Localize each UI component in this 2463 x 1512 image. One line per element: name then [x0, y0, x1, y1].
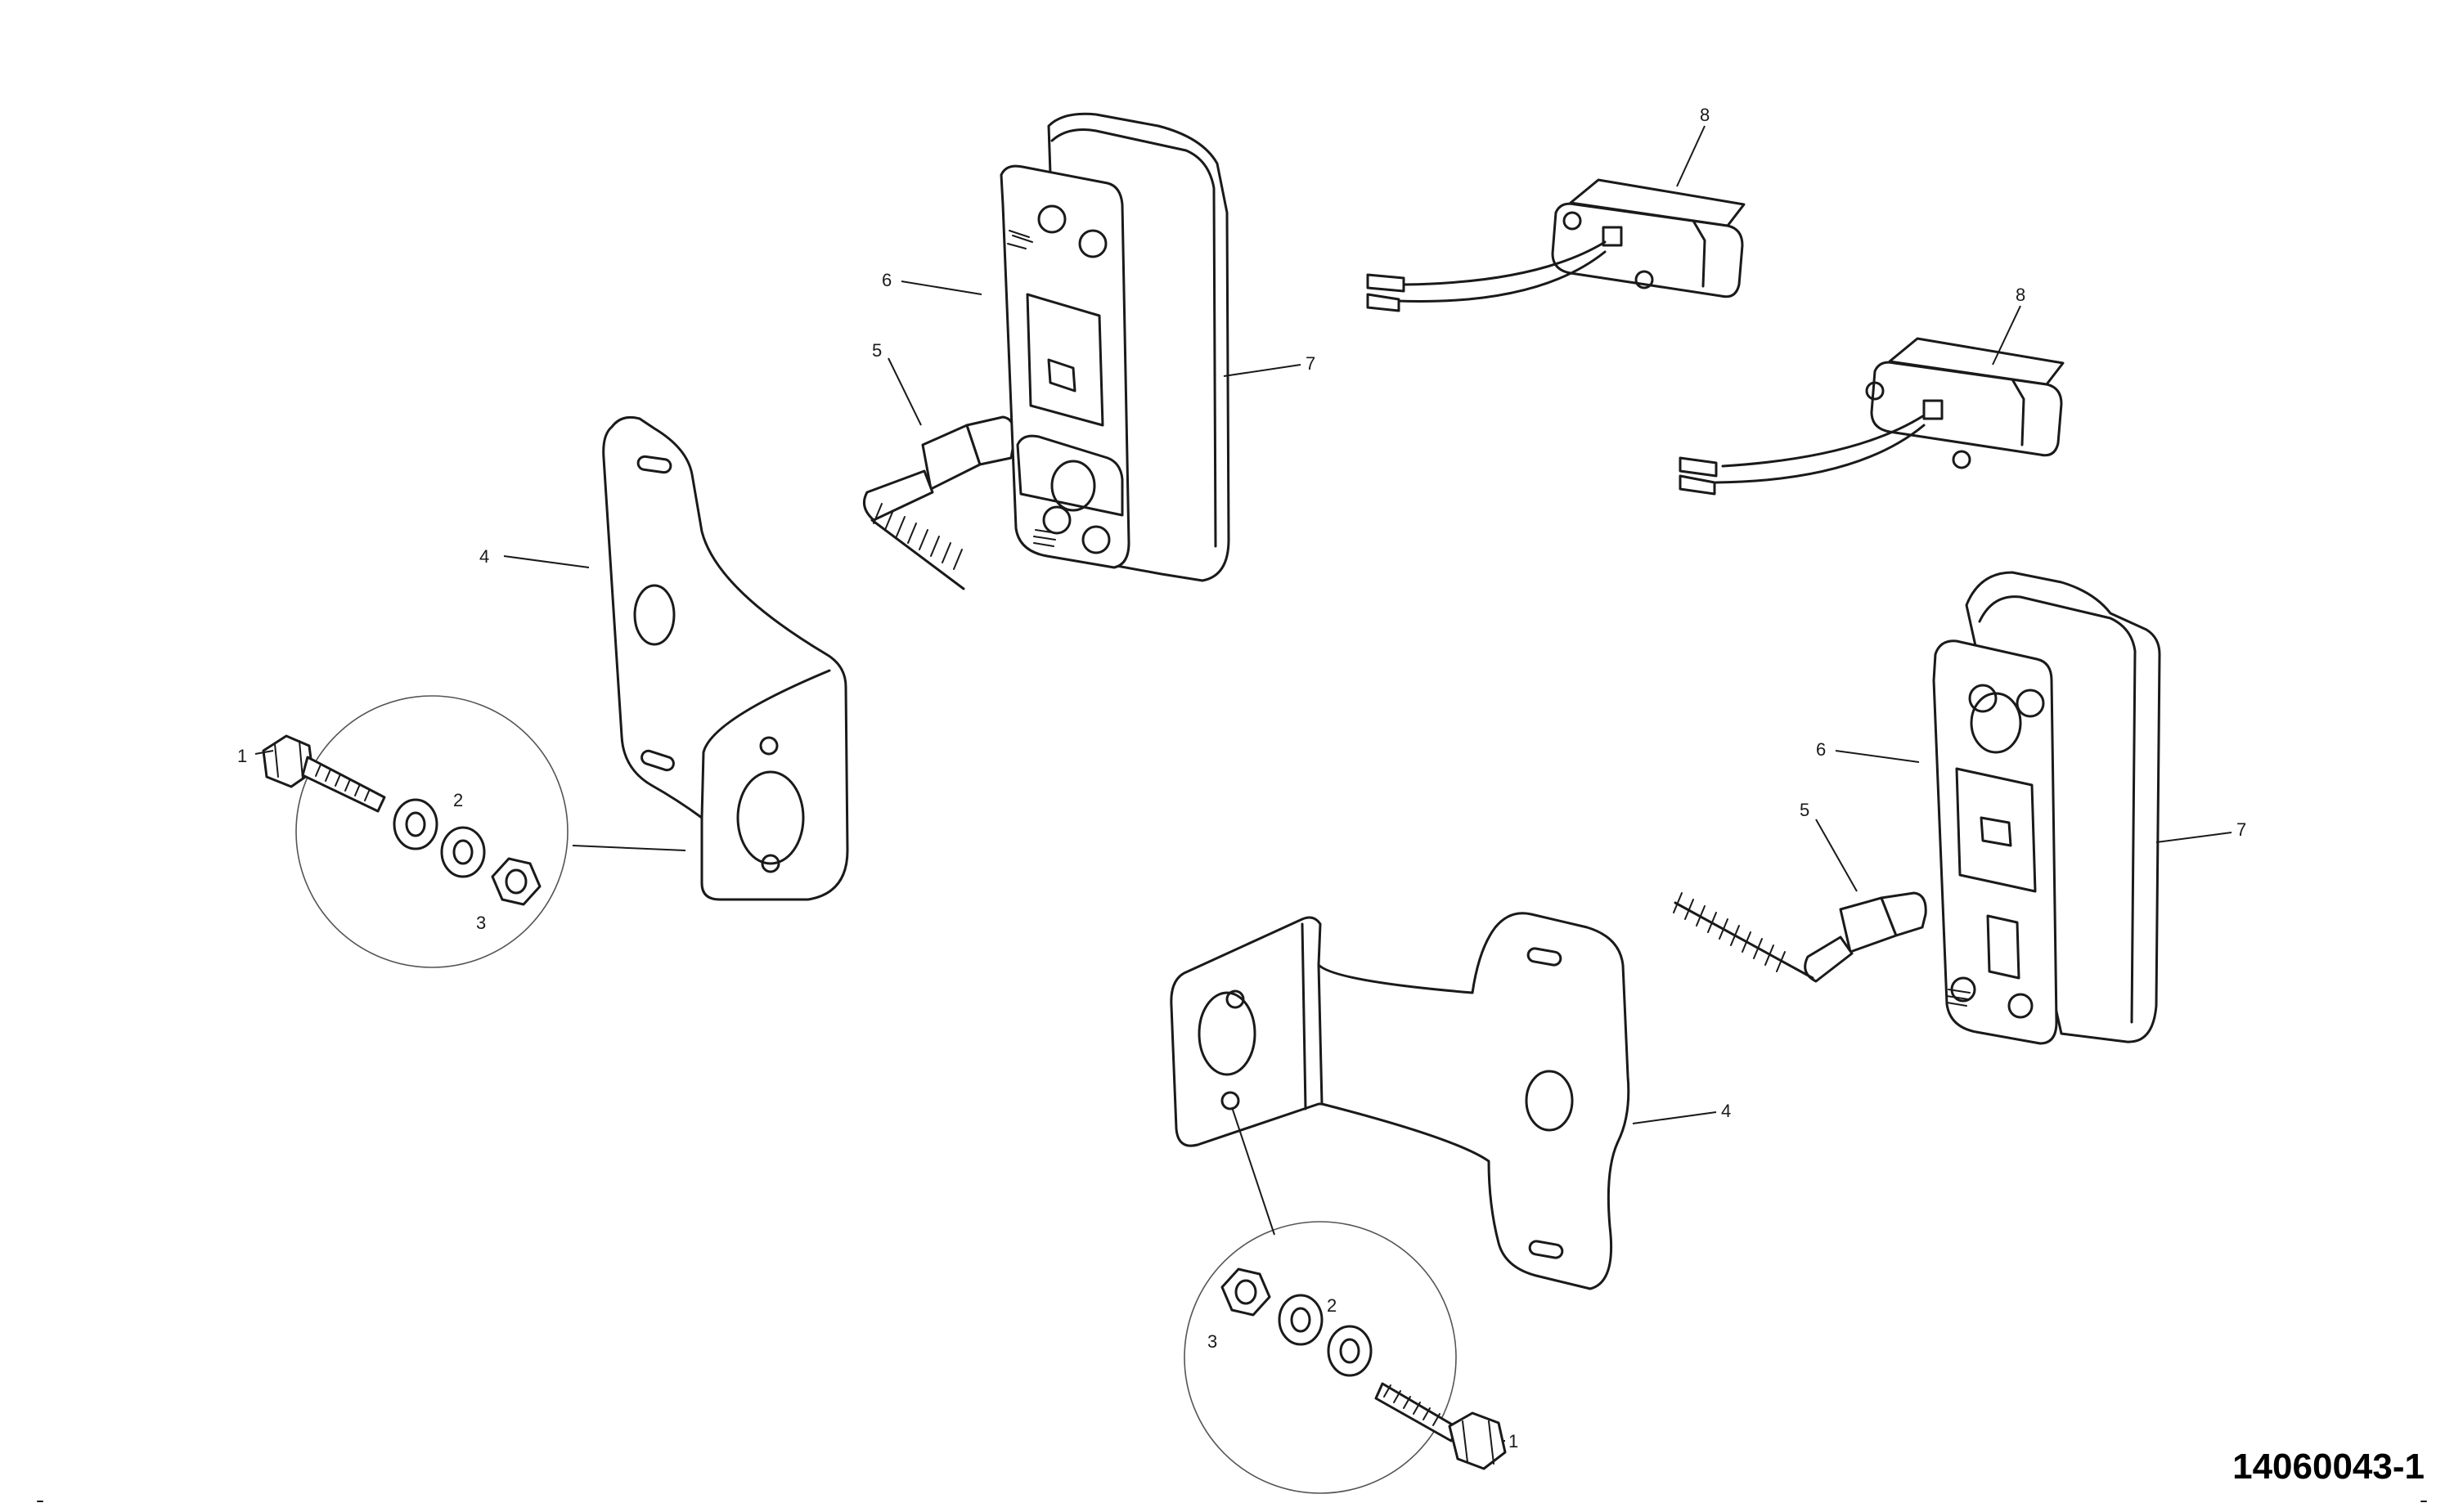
callout-label-8-top: 8: [1700, 105, 1710, 125]
detail-circle-right: [1184, 1221, 1457, 1494]
callout-label-4-left: 4: [479, 546, 489, 567]
callout-label-1-left: 1: [237, 746, 247, 766]
leader-7-right: [2155, 832, 2232, 843]
lamp-middle: [1679, 337, 2065, 496]
lamp-housing-left: [1000, 112, 1230, 582]
nut-right: [1220, 1267, 1271, 1317]
bracket-right: [1170, 912, 1630, 1290]
callout-label-2-right: 2: [1327, 1295, 1337, 1316]
leader-8-middle: [1992, 305, 2021, 366]
washer-lock-right: [1278, 1294, 1324, 1346]
washer-flat-right: [1327, 1325, 1373, 1377]
leader-4-right: [1632, 1111, 1717, 1124]
leader-6-left: [901, 280, 982, 295]
bracket-left: [602, 415, 849, 901]
leader-4-left: [503, 555, 590, 568]
washer-lock-left: [440, 826, 486, 878]
bolt-right: [1374, 1382, 1507, 1470]
callout-label-7-left: 7: [1306, 353, 1315, 374]
callout-label-1-right: 1: [1508, 1431, 1518, 1451]
document-number: 14060043-1: [2232, 1447, 2425, 1487]
callout-label-7-right: 7: [2236, 819, 2246, 840]
callout-label-2-left: 2: [453, 790, 463, 810]
leader-7-left: [1223, 364, 1301, 377]
nut-left: [491, 857, 542, 906]
washer-flat-left: [393, 798, 438, 850]
leader-6-right: [1835, 750, 1920, 763]
callout-label-8-middle: 8: [2016, 285, 2025, 305]
leader-5-left: [888, 357, 922, 426]
connector-left: [862, 415, 1016, 590]
detail-circle-left: [295, 695, 569, 968]
callout-label-6-right: 6: [1816, 739, 1826, 760]
leader-detail-right: [1231, 1106, 1275, 1236]
leader-5-right: [1815, 819, 1858, 892]
callout-label-5-right: 5: [1800, 800, 1809, 820]
callout-label-3-right: 3: [1207, 1331, 1217, 1352]
leader-detail-left: [572, 845, 686, 851]
bolt-left: [262, 734, 386, 813]
connector-right: [1673, 891, 1927, 983]
callout-label-4-right: 4: [1721, 1101, 1731, 1121]
callout-label-3-left: 3: [476, 913, 486, 933]
leader-1-left: [254, 750, 274, 755]
callout-label-6-left: 6: [882, 270, 892, 290]
leader-8-top: [1676, 125, 1706, 187]
callout-label-5-left: 5: [872, 340, 882, 361]
lamp-top: [1366, 178, 1746, 312]
lamp-housing-right: [1932, 571, 2161, 1045]
